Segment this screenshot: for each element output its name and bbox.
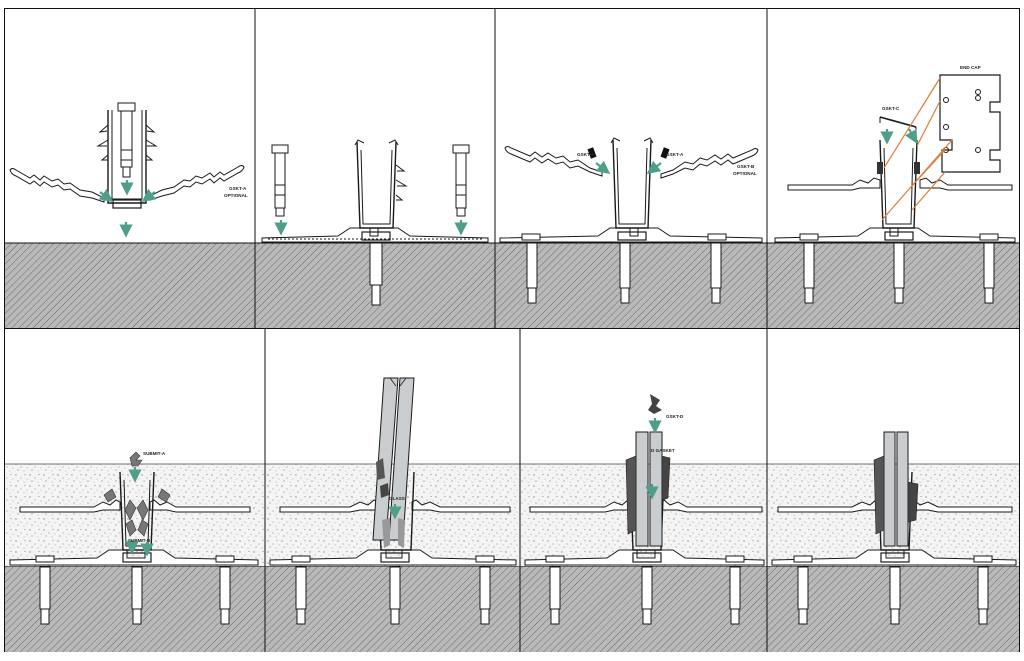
step-2-panel <box>261 139 489 306</box>
panel-dividers <box>254 8 768 652</box>
step-5-gaskets <box>103 451 171 537</box>
step-5-arrows <box>125 467 154 557</box>
step-8-panel <box>771 471 1017 625</box>
step-5-panel <box>9 471 259 625</box>
step-5-label-1: SUBMIT-A <box>143 451 166 456</box>
step-4-panel <box>774 74 1016 304</box>
step-4-callout: END CAP <box>960 65 981 70</box>
step-8-glass <box>873 431 919 547</box>
step-2-arrows <box>274 220 468 236</box>
step-1-label-2: OPTIONAL <box>224 193 248 198</box>
step-6-label: GLASS <box>389 496 405 501</box>
step-3-gaskets <box>587 147 670 159</box>
step-4-label: GSKT-C <box>882 106 900 111</box>
step-4-gaskets <box>877 162 920 174</box>
step-1-label-1: GSKT-A <box>229 186 247 191</box>
step-3-label-left: GSKT-A <box>577 152 595 157</box>
step-6-panel <box>269 471 517 625</box>
step-3-label-4: OPTIONAL <box>733 171 757 176</box>
step-3-arrows <box>595 160 662 175</box>
step-7-arrows <box>645 418 662 500</box>
step-5-label-2: SUBMIT-B <box>128 538 151 543</box>
step-7-glass <box>625 394 671 547</box>
step-4-orange-leaders <box>881 77 953 221</box>
step-3-label-right: GSKT-A <box>666 152 684 157</box>
step-3-panel <box>499 137 763 304</box>
step-1-panel <box>9 102 245 209</box>
concrete-fill <box>5 463 1019 566</box>
step-3-label-3: GSKT-B <box>737 164 755 169</box>
step-6-glass <box>372 377 415 548</box>
step-7-label-2: D GASKET <box>651 448 675 453</box>
step-4-arrows <box>880 128 918 145</box>
step-7-label-1: GSKT-D <box>666 414 684 419</box>
step-1-arrows <box>98 180 157 238</box>
substrate-hatch <box>5 242 1019 652</box>
